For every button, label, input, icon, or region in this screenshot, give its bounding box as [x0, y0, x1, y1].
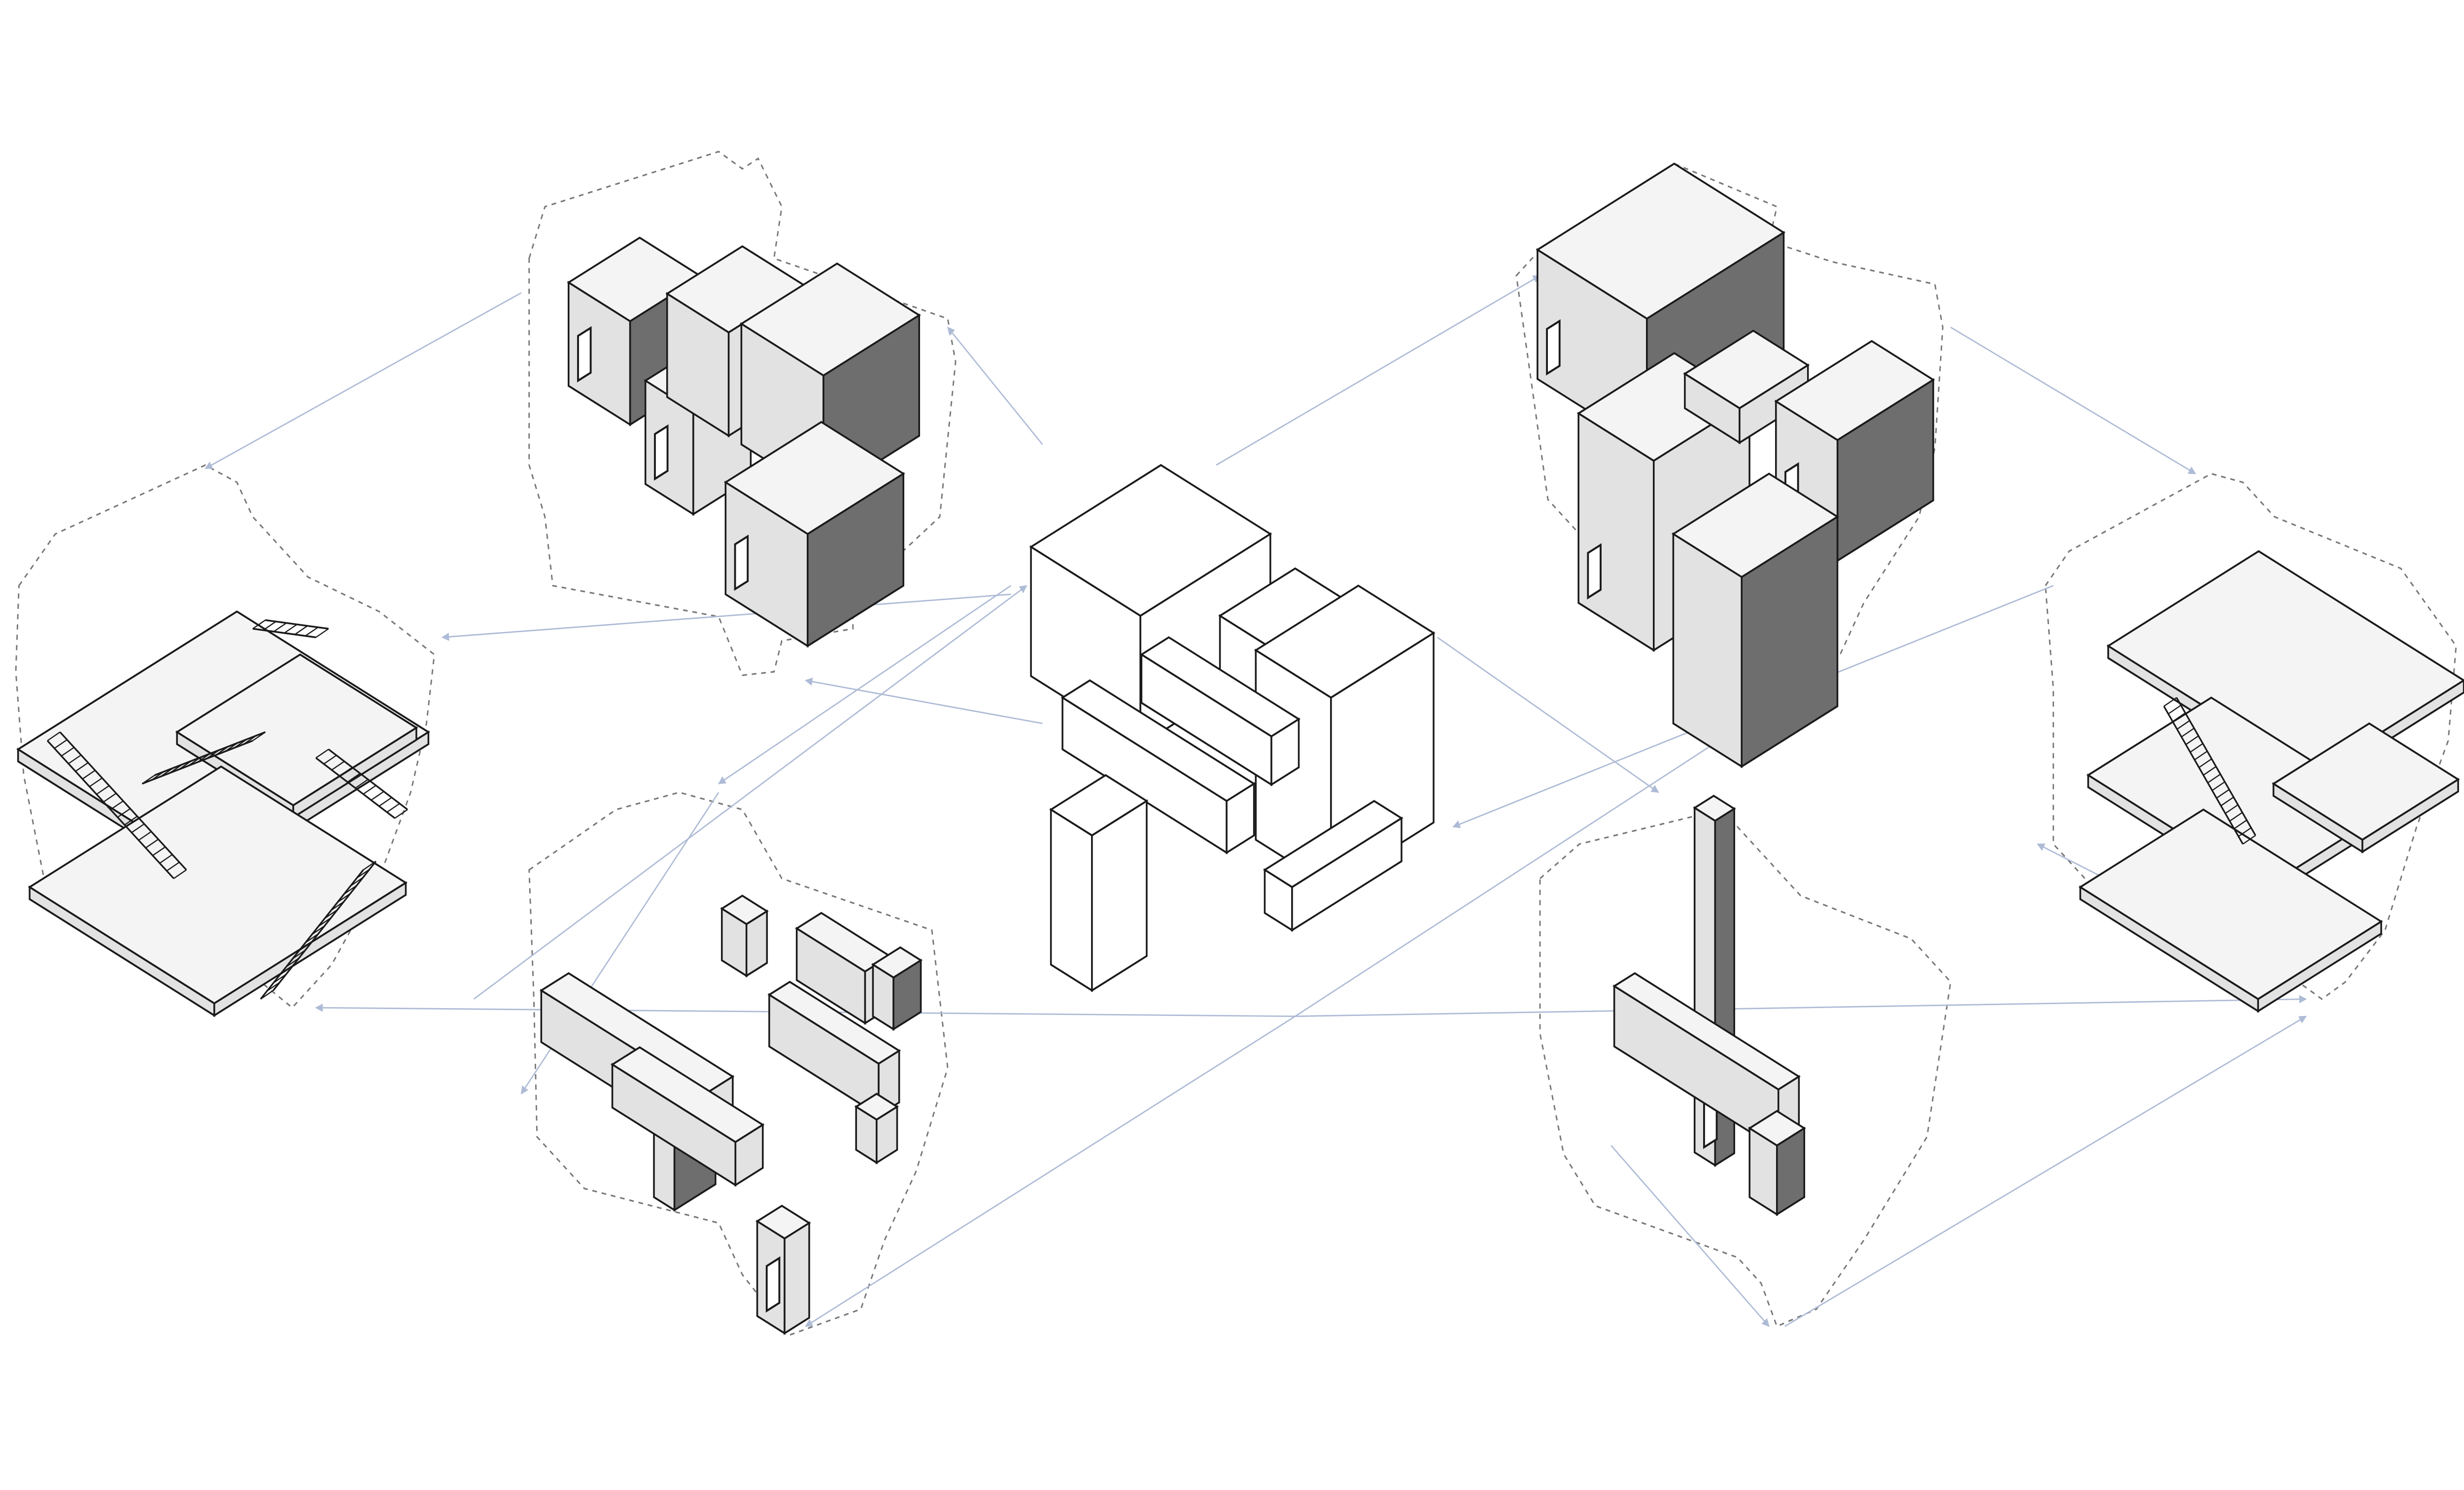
dashed-outline — [528, 791, 949, 1336]
right-face — [807, 472, 904, 648]
right-face — [213, 881, 407, 1017]
left-stair-4 — [315, 748, 408, 819]
bl-beam-2 — [611, 1046, 765, 1187]
right-face — [1091, 799, 1148, 992]
bl-frame-3 — [871, 946, 923, 1031]
door-icon — [577, 326, 592, 383]
left-stair-5 — [252, 619, 329, 639]
door-icon — [1587, 543, 1602, 600]
connector-arrow — [1950, 327, 2196, 474]
left-stair-2 — [141, 731, 266, 785]
center-box-d — [1049, 774, 1149, 992]
connector-arrow — [1216, 275, 1541, 466]
right-stair — [2163, 697, 2257, 845]
door-icon — [734, 534, 749, 591]
right-plate-4 — [2078, 808, 2383, 1013]
connector-lines — [205, 275, 2307, 1327]
center-beam-3 — [1263, 800, 1403, 932]
right-plate-3 — [2271, 722, 2460, 854]
bl-beam-4 — [854, 1092, 899, 1165]
connector-arrow — [1784, 1016, 2307, 1327]
right-face — [784, 1221, 810, 1335]
center-beam-2 — [1139, 636, 1301, 786]
tr-box-base — [1671, 473, 1840, 769]
right-face — [745, 910, 768, 978]
center-beam-1 — [1061, 679, 1256, 854]
connector-arrow — [805, 1016, 1296, 1327]
connector-arrow — [473, 585, 1027, 1000]
right-face — [2361, 778, 2459, 854]
dashed-outline — [528, 150, 957, 677]
right-face — [1741, 515, 1839, 769]
connector-arrow — [1295, 697, 1786, 1017]
right-face — [734, 1123, 764, 1187]
connector-arrow — [441, 593, 1011, 641]
door-icon — [654, 424, 669, 481]
left-face — [1050, 808, 1093, 992]
tower-foot — [1747, 1110, 1806, 1216]
door-icon — [1546, 319, 1561, 376]
left-plate-3 — [28, 765, 408, 1017]
right-face — [2257, 920, 2382, 1013]
connector-arrow — [718, 585, 1011, 784]
volumes — [16, 162, 2464, 1335]
connector-arrow — [805, 677, 1043, 724]
dashed-outline — [1539, 809, 1951, 1327]
right-face — [892, 958, 922, 1031]
dashed-outline — [2045, 473, 2457, 1000]
left-stair-1 — [47, 731, 187, 880]
connector-arrow — [947, 326, 1043, 445]
right-face — [1270, 717, 1300, 786]
connector-arrow — [1437, 637, 1659, 793]
bl-frame-1 — [720, 894, 769, 978]
bl-beam-5 — [755, 1204, 811, 1335]
dashed-outline — [15, 464, 435, 1009]
connector-arrow — [1295, 995, 2307, 1017]
tl-box-5 — [723, 421, 905, 648]
right-face — [1226, 782, 1255, 854]
connector-arrow — [1610, 1145, 1770, 1327]
tr-box-bridge — [1683, 330, 1810, 444]
right-face — [1776, 1126, 1806, 1216]
left-stair-3 — [260, 860, 377, 1000]
right-face — [1291, 816, 1403, 932]
connector-arrow — [205, 292, 522, 470]
right-face — [876, 1105, 898, 1165]
door-icon — [765, 1256, 781, 1313]
